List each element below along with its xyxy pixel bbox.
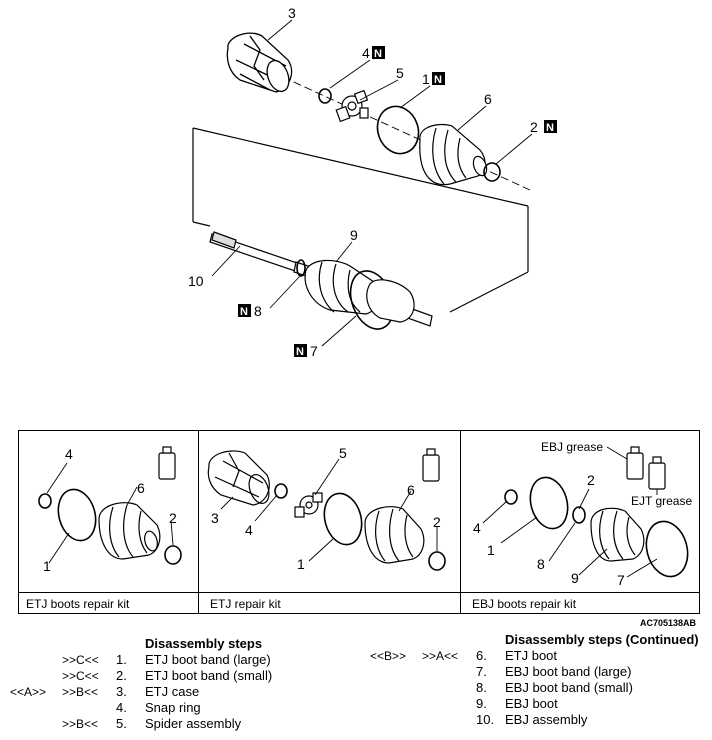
kit1-callout-1: 1 (43, 558, 51, 574)
kit-divider (198, 430, 199, 614)
step-text: Snap ring (145, 700, 201, 715)
step-marker: >>C<< (62, 669, 99, 683)
kit1-callout-4: 4 (65, 446, 73, 462)
ebj-boots-repair-kit-drawing: EBJ grease 2 EJT grease 4 1 8 9 7 (473, 440, 692, 588)
step-marker: >>B<< (62, 685, 99, 699)
step-number: 3. (116, 684, 127, 699)
kit2-callout-4: 4 (245, 522, 253, 538)
step-text: EBJ boot band (small) (505, 680, 633, 695)
new-part-tag: N (294, 344, 307, 358)
kit3-callout-8: 8 (537, 556, 545, 572)
kit2-callout-5: 5 (339, 445, 347, 461)
etj-boot-band-large-part (376, 105, 420, 155)
callout-9: 9 (350, 227, 358, 243)
step-marker: >>C<< (62, 653, 99, 667)
step-text: EBJ boot (505, 696, 558, 711)
kit-label: ETJ boots repair kit (26, 597, 130, 611)
etj-boot-part (419, 123, 488, 186)
etj-boot-band-small-part (483, 162, 501, 182)
exploded-view-diagram: 3 4 5 1 6 2 9 10 8 7 N N N N N (188, 5, 557, 359)
callout-7: 7 (310, 343, 318, 359)
svg-text:N: N (240, 306, 248, 318)
svg-text:N: N (296, 346, 304, 358)
steps-title: Disassembly steps (145, 636, 263, 651)
figure-reference-code: AC705138AB (640, 618, 697, 628)
kit-label: EBJ boots repair kit (472, 597, 577, 611)
kit2-callout-1: 1 (297, 556, 305, 572)
callout-6: 6 (484, 91, 492, 107)
step-number: 7. (476, 664, 487, 679)
svg-text:N: N (434, 74, 442, 86)
kit-label: ETJ repair kit (210, 597, 281, 611)
callout-1: 1 (422, 71, 430, 87)
new-part-tag: N (238, 304, 251, 318)
step-text: ETJ boot band (small) (145, 668, 273, 683)
kit1-callout-6: 6 (137, 480, 145, 496)
kit3-label-ebj-grease: EBJ grease (541, 440, 603, 454)
etj-repair-kit-drawing: 5 6 3 4 2 1 (207, 445, 446, 572)
step-text: Spider assembly (145, 716, 242, 731)
steps-title-continued: Disassembly steps (Continued) (505, 632, 699, 647)
step-prefix: <<B>> (370, 649, 407, 663)
ebj-boot-band-small-part (296, 259, 306, 277)
step-number: 10. (476, 712, 495, 727)
callout-5: 5 (396, 65, 404, 81)
callout-10: 10 (188, 273, 204, 289)
svg-text:N: N (374, 48, 382, 60)
kit1-callout-2: 2 (169, 510, 177, 526)
callout-3: 3 (288, 5, 296, 21)
new-part-tag: N (432, 72, 445, 86)
kit2-callout-3: 3 (211, 510, 219, 526)
step-number: 4. (116, 700, 127, 715)
snap-ring-part (318, 88, 332, 104)
kit3-callout-9: 9 (571, 570, 579, 586)
etj-case-part (226, 32, 293, 93)
callout-2: 2 (530, 119, 538, 135)
step-text: EBJ assembly (505, 712, 588, 727)
step-text: EBJ boot band (large) (505, 664, 632, 679)
step-number: 2. (116, 668, 127, 683)
kit-divider (460, 430, 461, 614)
step-text: ETJ boot band (large) (145, 652, 271, 667)
svg-text:N: N (546, 122, 554, 134)
step-text: ETJ case (145, 684, 200, 699)
new-part-tag: N (544, 120, 557, 134)
ebj-boot-part (304, 259, 380, 315)
kit2-callout-6: 6 (407, 482, 415, 498)
spider-assembly-part (335, 89, 369, 123)
step-prefix: <<A>> (10, 685, 47, 699)
step-number: 8. (476, 680, 487, 695)
kit3-callout-4: 4 (473, 520, 481, 536)
repair-kits-panel (18, 430, 700, 614)
etj-boots-repair-kit-drawing: 4 6 2 1 (38, 446, 182, 574)
step-text: ETJ boot (505, 648, 558, 663)
kit3-callout-7: 7 (617, 572, 625, 588)
new-part-tag: N (372, 46, 385, 60)
kit3-callout-1: 1 (487, 542, 495, 558)
kit3-callout-2: 2 (587, 472, 595, 488)
step-marker: >>B<< (62, 717, 99, 731)
step-marker: >>A<< (422, 649, 459, 663)
step-number: 6. (476, 648, 487, 663)
step-number: 5. (116, 716, 127, 731)
callout-4: 4 (362, 45, 370, 61)
kit-divider (18, 592, 700, 593)
step-number: 9. (476, 696, 487, 711)
kit3-label-ejt-grease: EJT grease (631, 494, 692, 508)
kit2-callout-2: 2 (433, 514, 441, 530)
step-number: 1. (116, 652, 127, 667)
callout-8: 8 (254, 303, 262, 319)
